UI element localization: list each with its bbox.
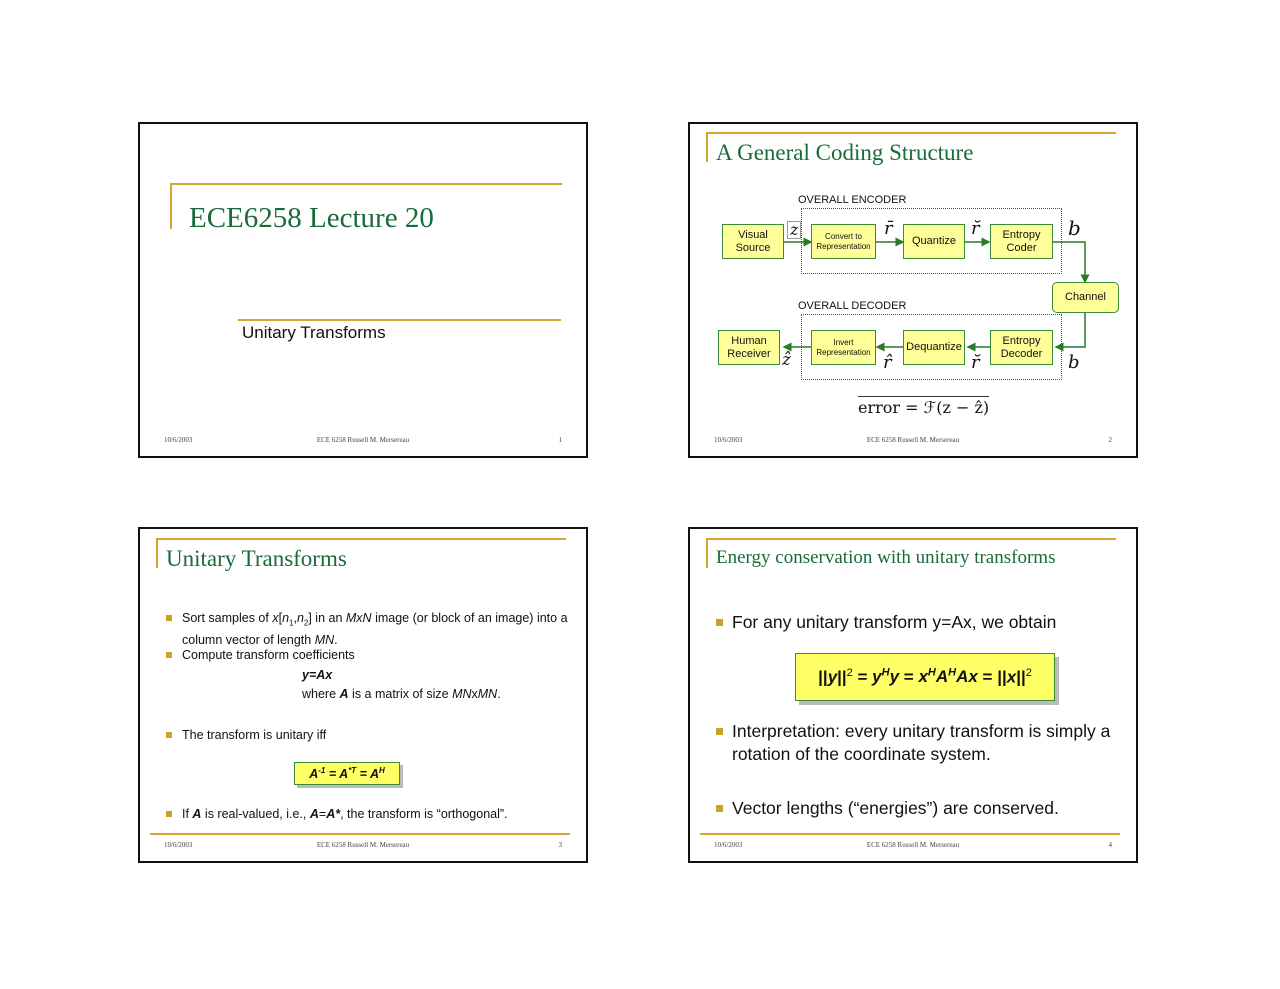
symbol-r-breve-decoder: r̆	[971, 352, 980, 373]
energy-equation-box: ||y||2 = yHy = xHAHAx = ||x||2	[795, 653, 1055, 701]
slide-footer: 10/6/2003 ECE 6258 Russell M. Mersereau …	[714, 841, 1112, 853]
slide-subtitle: Unitary Transforms	[242, 323, 386, 342]
error-formula: error = ℱ(z − ẑ)	[858, 396, 990, 417]
slide-title: Unitary Transforms	[166, 546, 347, 571]
bullet-compute-coefficients: Compute transform coefficients	[164, 647, 582, 663]
decoder-boundary	[801, 314, 1062, 380]
bullet-text: If A is real-valued, i.e., A=A*, the tra…	[182, 807, 508, 821]
title-rule	[706, 538, 1116, 540]
bullet-text: Sort samples of x[n1,n2] in an MxN image…	[182, 611, 568, 647]
footer-date: 10/6/2003	[164, 841, 193, 849]
slide-number: 1	[558, 436, 563, 444]
coding-diagram-connectors	[782, 237, 1090, 352]
symbol-z-hat: ẑ	[782, 350, 791, 370]
footer-rule	[700, 833, 1120, 835]
footer-date: 10/6/2003	[714, 436, 743, 444]
slide-footer: 10/6/2003 ECE 6258 Russell M. Mersereau …	[164, 841, 562, 853]
decoder-label: OVERALL DECODER	[798, 300, 907, 312]
slide-footer: 10/6/2003 ECE 6258 Russell M. Mersereau …	[714, 436, 1112, 448]
slide-footer: 10/6/2003 ECE 6258 Russell M. Mersereau …	[164, 436, 562, 448]
encoder-label: OVERALL ENCODER	[798, 194, 907, 206]
footer-date: 10/6/2003	[164, 436, 193, 444]
bullet-unitary-iff: The transform is unitary iff	[164, 727, 582, 743]
slide-number: 2	[1108, 436, 1113, 444]
encoder-boundary	[801, 208, 1062, 274]
title-rule-vertical	[706, 132, 708, 162]
slide-1: ECE6258 Lecture 20 Unitary Transforms 10…	[138, 122, 588, 458]
slide-number: 4	[1108, 841, 1113, 849]
slide-title: Energy conservation with unitary transfo…	[716, 547, 1056, 568]
unitary-condition: A-1 = A*T = AH	[309, 765, 385, 782]
title-rule-vertical	[156, 538, 158, 568]
block-channel: Channel	[1052, 282, 1119, 313]
symbol-b-in: b	[1068, 352, 1080, 373]
title-rule	[170, 183, 562, 185]
footer-author: ECE 6258 Russell M. Mersereau	[316, 841, 410, 849]
slide-3: Unitary Transforms Sort samples of x[n1,…	[138, 527, 588, 863]
footer-author: ECE 6258 Russell M. Mersereau	[316, 436, 410, 444]
symbol-r-breve: r̆	[971, 218, 980, 239]
slide-title: ECE6258 Lecture 20	[189, 202, 434, 234]
slide-title: A General Coding Structure	[716, 140, 974, 165]
title-rule	[156, 538, 566, 540]
block-dequantize: Dequantize	[903, 330, 965, 365]
block-invert-representation: Invert Representation	[811, 330, 876, 365]
block-quantize: Quantize	[903, 224, 965, 259]
bullet-orthogonal: If A is real-valued, i.e., A=A*, the tra…	[164, 806, 592, 822]
bullet-energies-conserved: Vector lengths (“energies”) are conserve…	[714, 797, 1142, 819]
bullet-interpretation: Interpretation: every unitary transform …	[714, 720, 1132, 766]
block-convert-to-representation: Convert to Representation	[811, 224, 876, 259]
footer-author: ECE 6258 Russell M. Mersereau	[866, 436, 960, 444]
equation-note: where A is a matrix of size MNxMN.	[302, 687, 501, 701]
block-entropy-decoder: Entropy Decoder	[990, 330, 1053, 365]
footer-author: ECE 6258 Russell M. Mersereau	[866, 841, 960, 849]
symbol-z: z	[787, 221, 802, 239]
title-rule-vertical	[706, 538, 708, 568]
equation-y-ax: y=Ax	[302, 668, 333, 682]
bullet-sort-samples: Sort samples of x[n1,n2] in an MxN image…	[164, 610, 582, 648]
symbol-b-out: b	[1068, 216, 1081, 240]
symbol-r-bar: r̄	[884, 218, 893, 239]
title-rule	[706, 132, 1116, 134]
energy-equation: ||y||2 = yHy = xHAHAx = ||x||2	[818, 666, 1032, 687]
title-rule-vertical	[170, 183, 172, 229]
slide-4: Energy conservation with unitary transfo…	[688, 527, 1138, 863]
slide-number: 3	[558, 841, 563, 849]
block-visual-source: Visual Source	[722, 224, 784, 259]
bullet-unitary-transform: For any unitary transform y=Ax, we obtai…	[714, 611, 1132, 633]
slide-2: A General Coding Structure OVERALL ENCOD…	[688, 122, 1138, 458]
unitary-condition-box: A-1 = A*T = AH	[294, 762, 400, 785]
subtitle-rule	[238, 319, 561, 321]
block-entropy-coder: Entropy Coder	[990, 224, 1053, 259]
block-human-receiver: Human Receiver	[718, 330, 780, 365]
footer-date: 10/6/2003	[714, 841, 743, 849]
footer-rule	[150, 833, 570, 835]
symbol-r-hat: r̂	[883, 352, 892, 373]
